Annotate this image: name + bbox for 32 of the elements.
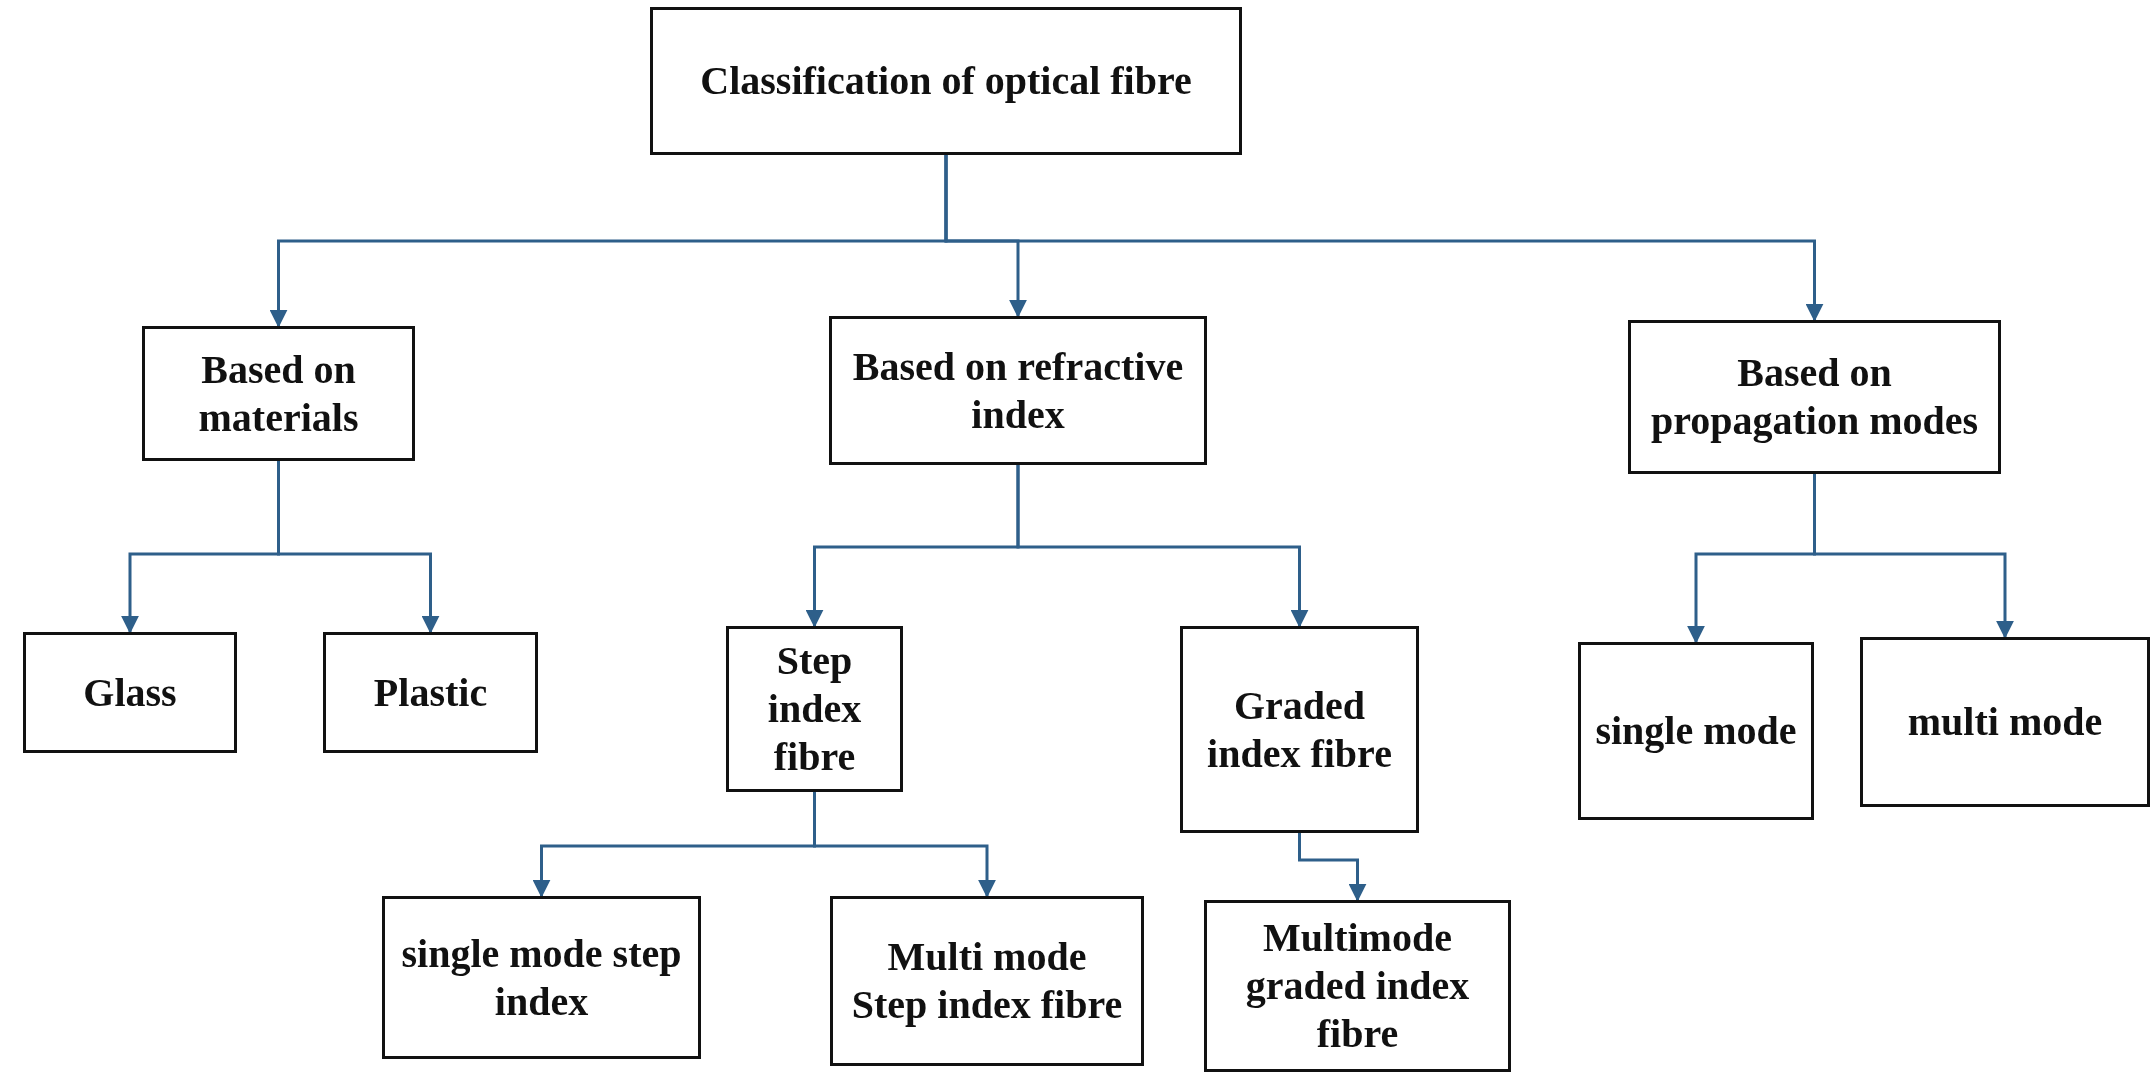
box-label: Multimode graded index fibre (1244, 914, 1471, 1058)
category-box (726, 626, 903, 792)
category-box (650, 7, 1242, 155)
category-box (382, 896, 701, 1059)
connector-arrow (944, 155, 1824, 322)
box-label: Based on materials (197, 345, 360, 442)
box-label: Plastic (373, 668, 488, 717)
category-box (323, 632, 538, 753)
box-label: single mode step index (400, 929, 683, 1026)
box-label: Multi mode Step index fibre (850, 933, 1124, 1029)
connector-arrow (277, 461, 440, 634)
box-label: Glass (83, 668, 177, 717)
category-box (1204, 900, 1511, 1072)
category-box (23, 632, 237, 753)
connector-arrow (1298, 833, 1367, 902)
box-label: single mode (1595, 707, 1797, 755)
category-box (830, 896, 1144, 1066)
connector-arrow (1016, 465, 1309, 628)
category-box (1180, 626, 1419, 833)
connector-arrow (1813, 474, 2014, 639)
box-label: Step index fibre (766, 637, 863, 781)
box-label: Classification of optical fibre (700, 57, 1192, 105)
box-label: Based on refractive index (851, 342, 1185, 439)
box-label: multi mode (1907, 698, 2103, 746)
category-box (1860, 637, 2150, 807)
box-label: Graded index fibre (1206, 681, 1393, 778)
category-box (142, 326, 415, 461)
category-box (1628, 320, 2001, 474)
connector-arrow (813, 792, 996, 898)
category-box (829, 316, 1207, 465)
category-box (1578, 642, 1814, 820)
box-label: Based on propagation modes (1649, 349, 1980, 445)
